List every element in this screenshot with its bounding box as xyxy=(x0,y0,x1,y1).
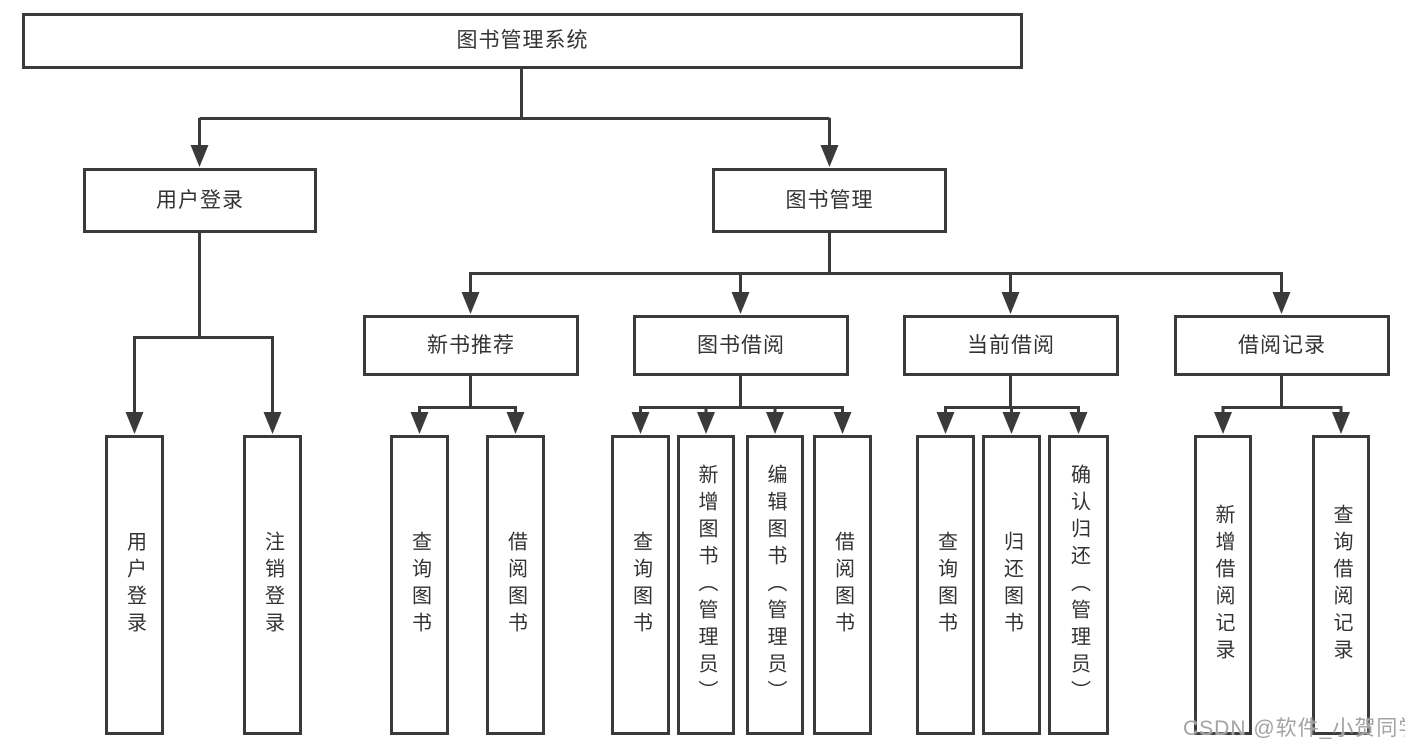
leaf-current-query-books: 查询图书 xyxy=(916,435,975,735)
leaf-borrow-query-books: 查询图书 xyxy=(611,435,670,735)
leaf-current-return-books: 归还图书 xyxy=(982,435,1041,735)
watermark: CSDN @软件_小贺同学 xyxy=(1183,717,1405,740)
node-root: 图书管理系统 xyxy=(22,13,1023,69)
leaf-borrow-edit-books-admin: 编辑图书（管理员） xyxy=(746,435,804,735)
leaf-borrow-add-books-admin: 新增图书（管理员） xyxy=(677,435,735,735)
leaf-record-query-borrow-record: 查询借阅记录 xyxy=(1312,435,1370,735)
node-current-borrow: 当前借阅 xyxy=(903,315,1119,376)
node-new-book-recommend: 新书推荐 xyxy=(363,315,579,376)
node-user-login: 用户登录 xyxy=(83,168,317,233)
leaf-borrow-borrow-books: 借阅图书 xyxy=(813,435,872,735)
node-book-borrow: 图书借阅 xyxy=(633,315,849,376)
node-book-management: 图书管理 xyxy=(712,168,947,233)
node-borrow-record: 借阅记录 xyxy=(1174,315,1390,376)
leaf-newbook-borrow-books: 借阅图书 xyxy=(486,435,545,735)
leaf-logout: 注销登录 xyxy=(243,435,302,735)
connector-strokes xyxy=(133,68,1343,415)
leaf-user-login: 用户登录 xyxy=(105,435,164,735)
leaf-record-add-borrow-record: 新增借阅记录 xyxy=(1194,435,1252,735)
leaf-newbook-query-books: 查询图书 xyxy=(390,435,449,735)
leaf-current-confirm-return-admin: 确认归还（管理员） xyxy=(1048,435,1109,735)
arrowheads xyxy=(125,145,1350,434)
